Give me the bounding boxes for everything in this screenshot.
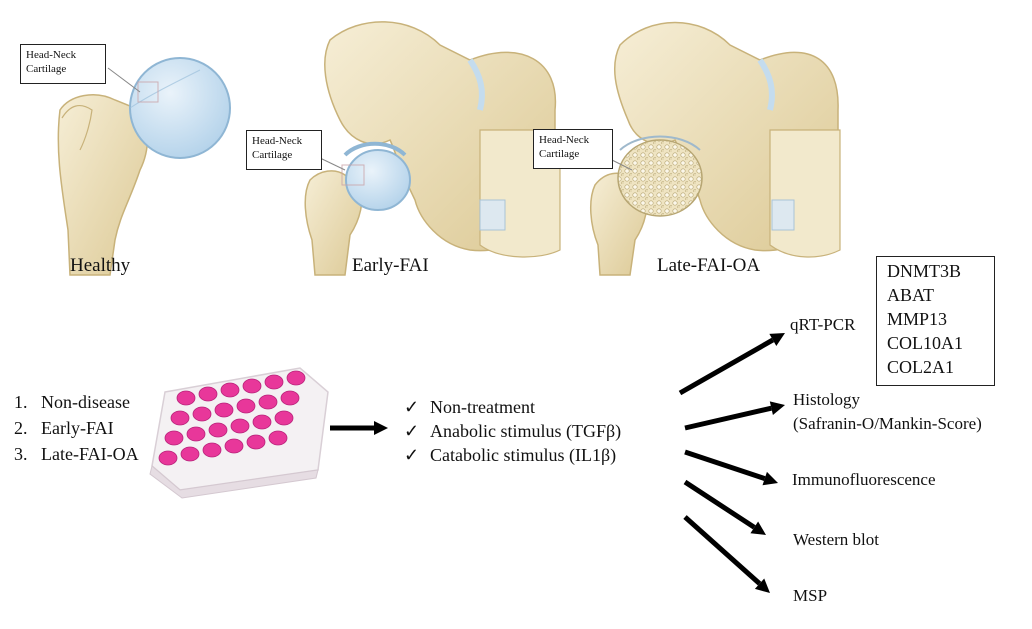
callout-line: Head-Neck: [539, 134, 590, 146]
culture-plate-illustration: [149, 367, 329, 499]
assay-immunofluorescence: Immunofluorescence: [792, 470, 936, 489]
culture-well: [170, 410, 190, 426]
culture-well: [252, 414, 272, 430]
callout-line: Head-Neck: [26, 49, 77, 61]
culture-well: [180, 446, 200, 462]
treatment-item: ✓ Anabolic stimulus (TGFβ): [404, 419, 621, 443]
early-fai-hip-drawing: [304, 21, 561, 276]
culture-well: [236, 398, 256, 414]
arrow-to-western-blot-shaft: [683, 479, 756, 530]
culture-well: [280, 390, 300, 406]
treatment-list: ✓ Non-treatment ✓ Anabolic stimulus (TGFβ)…: [404, 395, 621, 467]
group-item: 2. Early-FAI: [14, 418, 114, 438]
healthy-cartilage-callout: Head-Neck Cartilage: [20, 44, 106, 84]
culture-well: [274, 410, 294, 426]
callout-line: Cartilage: [26, 63, 67, 75]
culture-well: [220, 382, 240, 398]
culture-well: [164, 430, 184, 446]
check-icon: ✓: [404, 397, 420, 417]
arrow-to-immunofluorescence-shaft: [684, 449, 766, 481]
culture-well: [202, 442, 222, 458]
treatment-label: Anabolic stimulus (TGFβ): [430, 421, 622, 441]
culture-well: [158, 450, 178, 466]
assay-western-blot: Western blot: [793, 530, 879, 549]
culture-well: [176, 390, 196, 406]
arrow-to-qrt-pcr-head: [769, 333, 785, 347]
late-fai-oa-cartilage-callout: Head-Neck Cartilage: [533, 129, 613, 169]
assay-qrt-pcr: qRT-PCR: [790, 315, 856, 334]
callout-line: Cartilage: [252, 149, 293, 161]
treatment-item: ✓ Non-treatment: [404, 395, 621, 419]
healthy-femur-drawing: [57, 57, 231, 276]
late-fai-oa-hip-drawing: [590, 21, 841, 276]
stage-label-healthy: Healthy: [70, 255, 131, 276]
culture-well: [286, 370, 306, 386]
check-icon: ✓: [404, 445, 420, 465]
arrow-plate-to-treatment-head: [374, 421, 388, 435]
stage-label-late-fai-oa: Late-FAI-OA: [657, 255, 761, 276]
arrow-to-qrt-pcr-shaft: [678, 337, 775, 396]
gene-name: MMP13: [887, 309, 948, 329]
gene-name: DNMT3B: [887, 261, 962, 281]
gene-name: ABAT: [887, 285, 935, 305]
assay-histology-detail: (Safranin-O/Mankin-Score): [793, 414, 982, 433]
gene-list-box: DNMT3B ABAT MMP13 COL10A1 COL2A1: [876, 256, 995, 386]
callout-line: Cartilage: [539, 148, 580, 160]
culture-well: [214, 402, 234, 418]
group-item: 1. Non-disease: [14, 392, 130, 412]
arrow-to-msp-shaft: [683, 515, 762, 586]
early-fai-cartilage-callout: Head-Neck Cartilage: [246, 130, 322, 170]
gene-name: COL2A1: [887, 357, 954, 377]
assay-histology: Histology: [793, 390, 861, 409]
stage-label-early-fai: Early-FAI: [352, 255, 429, 276]
arrow-to-histology-shaft: [684, 405, 772, 431]
workflow-arrows: [330, 333, 785, 593]
culture-well: [198, 386, 218, 402]
gene-name: COL10A1: [887, 333, 963, 353]
group-item: 3. Late-FAI-OA: [14, 444, 139, 464]
culture-well: [264, 374, 284, 390]
culture-well: [230, 418, 250, 434]
treatment-label: Non-treatment: [430, 397, 535, 417]
culture-well: [246, 434, 266, 450]
culture-well: [192, 406, 212, 422]
culture-well: [242, 378, 262, 394]
culture-well: [258, 394, 278, 410]
arrow-to-msp-head: [754, 578, 770, 593]
culture-well: [208, 422, 228, 438]
treatment-label: Catabolic stimulus (IL1β): [430, 445, 617, 465]
check-icon: ✓: [404, 421, 420, 441]
arrow-to-immunofluorescence-head: [762, 471, 778, 486]
patient-group-list: 1. Non-disease 2. Early-FAI 3. Late-FAI-…: [14, 389, 139, 467]
callout-line: Head-Neck: [252, 135, 303, 147]
culture-well: [268, 430, 288, 446]
treatment-item: ✓ Catabolic stimulus (IL1β): [404, 443, 621, 467]
arrow-to-histology-head: [769, 401, 785, 415]
assay-msp: MSP: [793, 586, 828, 605]
arrow-to-western-blot-head: [750, 521, 766, 535]
culture-well: [186, 426, 206, 442]
culture-well: [224, 438, 244, 454]
